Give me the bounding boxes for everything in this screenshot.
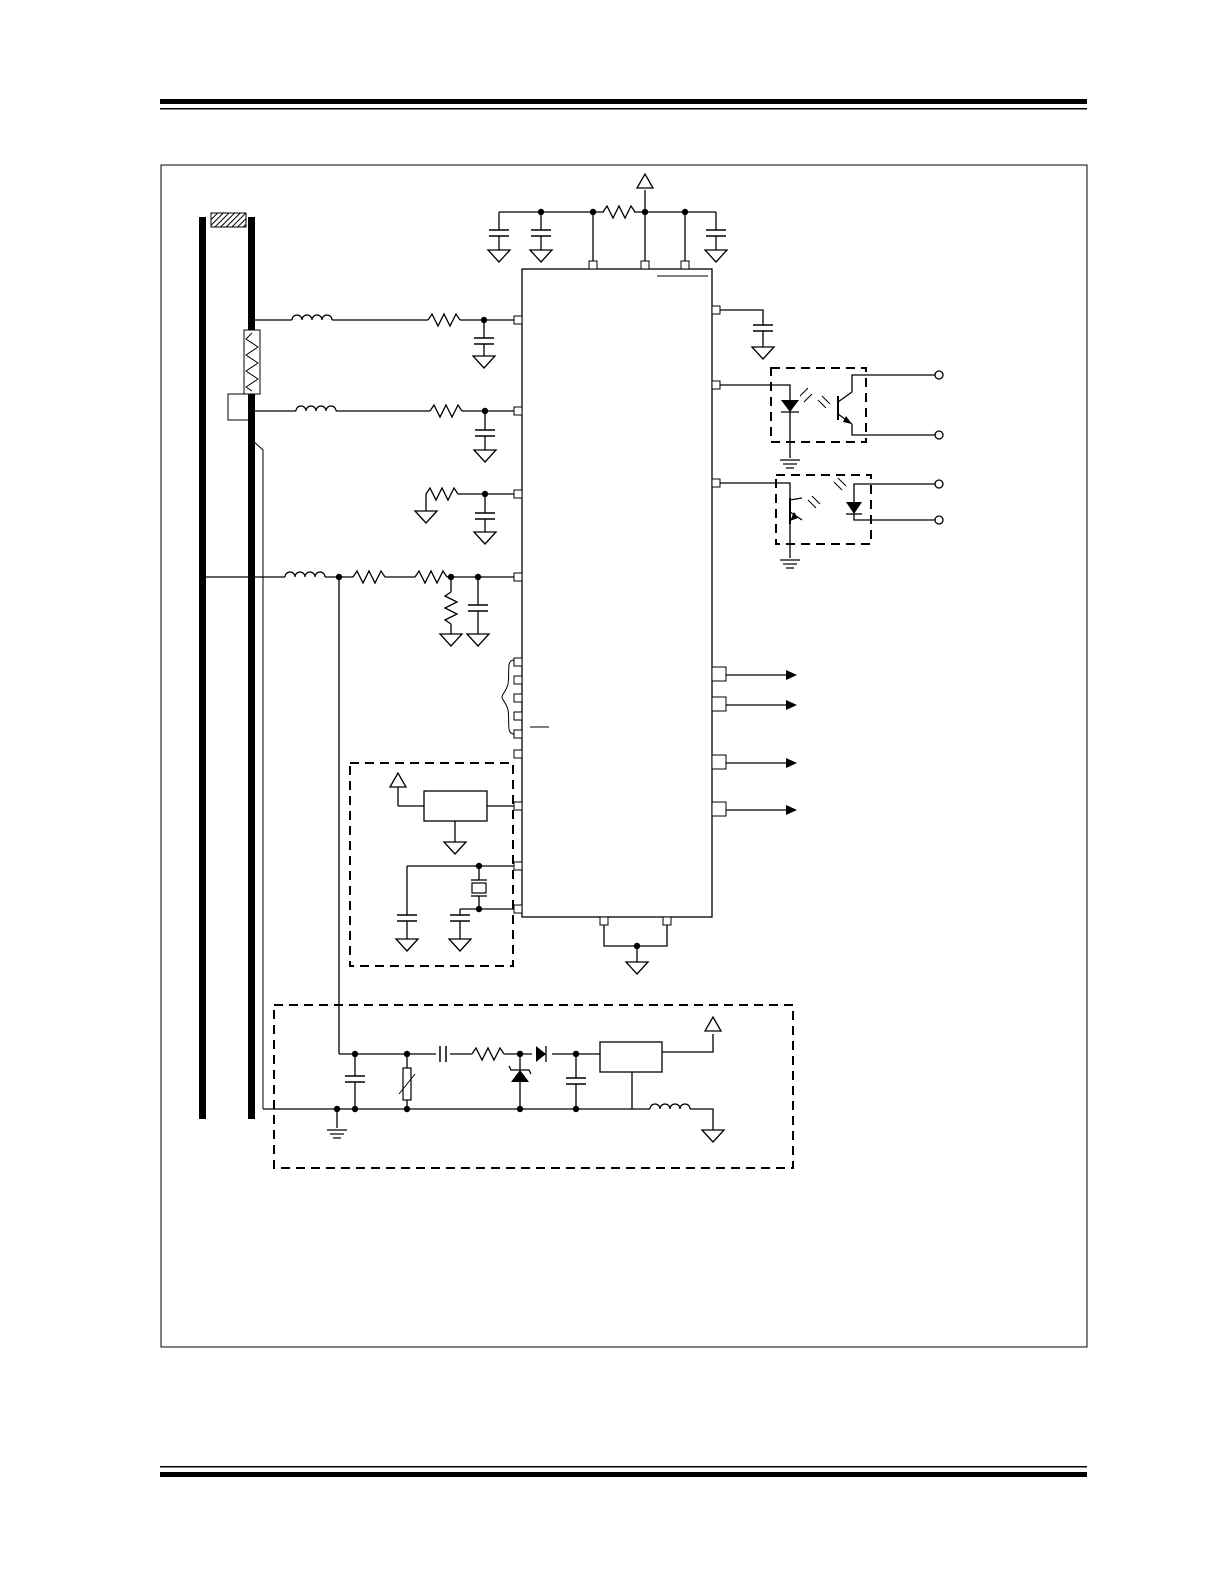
chip-ground <box>599 916 672 975</box>
shunt-resistor <box>227 329 264 1109</box>
footer-rule <box>160 1466 1087 1477</box>
supply-decoupling <box>487 173 728 270</box>
microcontroller-chip <box>521 268 713 918</box>
current-input-1 <box>255 313 523 369</box>
optocoupler-input <box>711 474 944 569</box>
optocoupler-output <box>711 367 944 469</box>
config-pins <box>501 657 523 759</box>
oscillator-block <box>349 762 523 967</box>
line-conductors <box>199 212 255 1119</box>
digital-outputs <box>711 666 797 817</box>
right-decoupling <box>711 305 775 360</box>
vdd-symbol <box>636 173 654 189</box>
power-supply-block <box>263 1004 794 1169</box>
voltage-input <box>206 570 523 1054</box>
header-rule <box>160 99 1087 110</box>
figure-frame <box>160 164 1088 1348</box>
reference-input <box>414 487 523 545</box>
current-input-2 <box>255 404 523 463</box>
